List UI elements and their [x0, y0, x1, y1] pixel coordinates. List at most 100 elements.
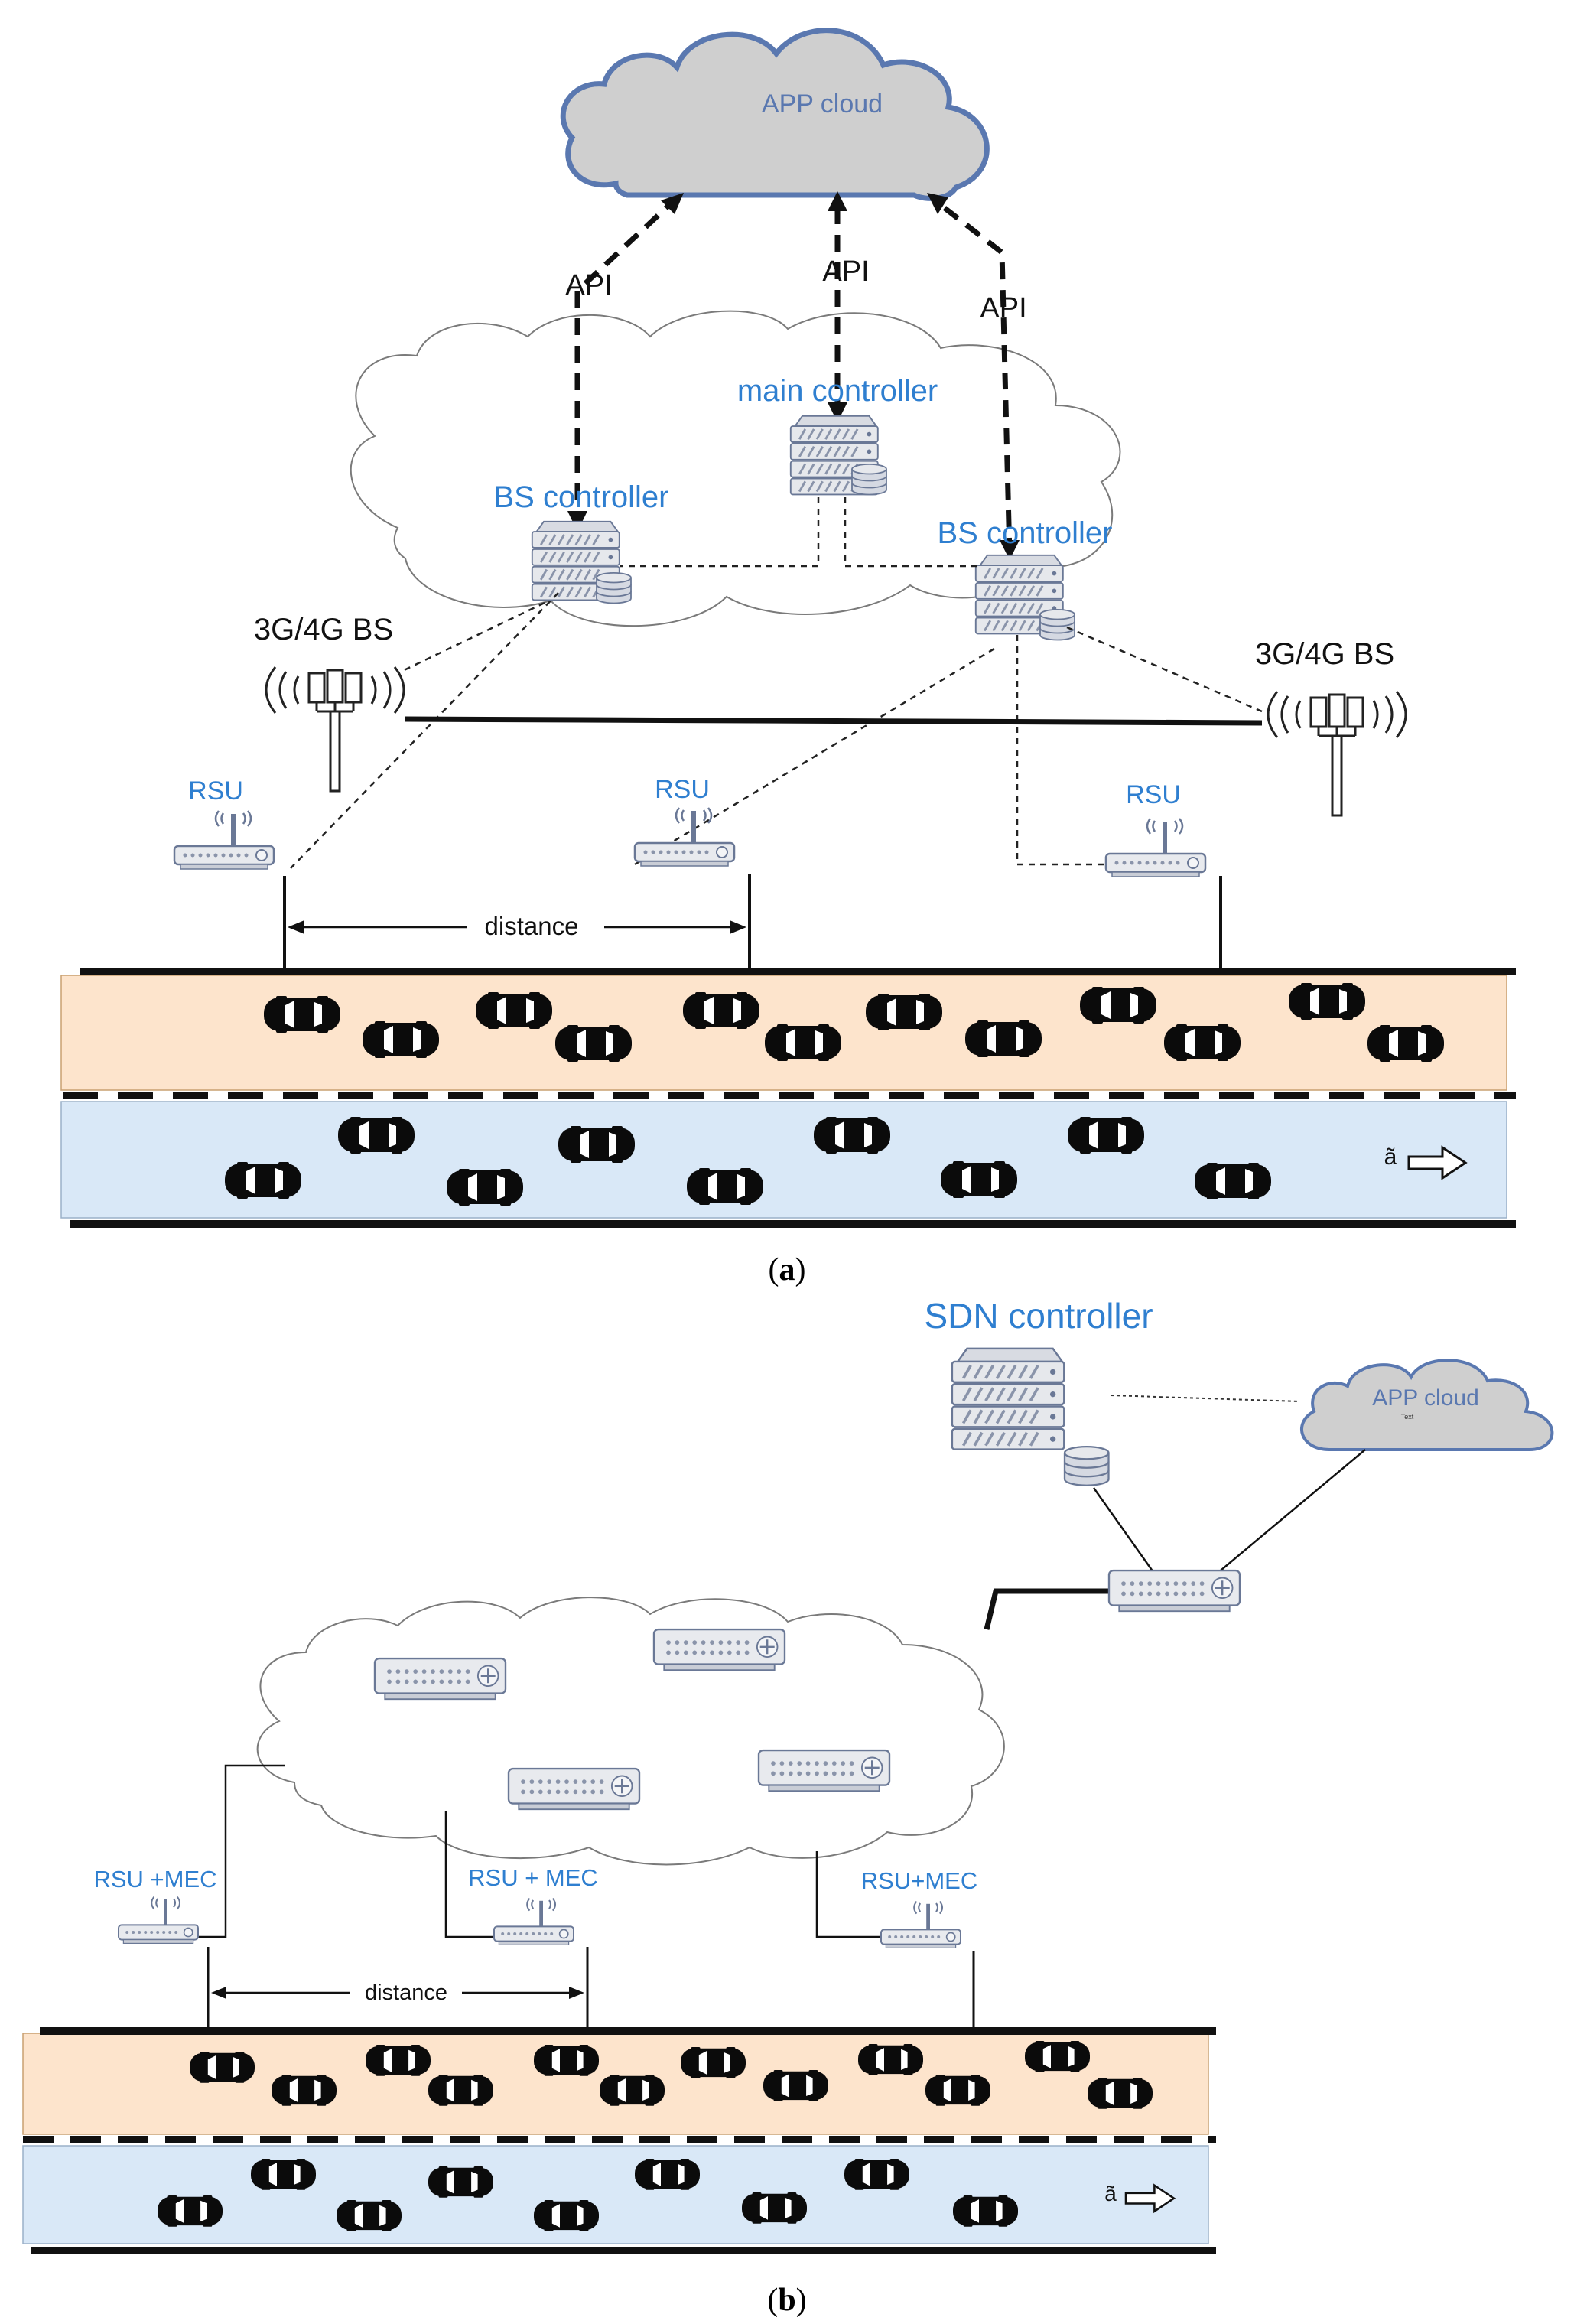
car-icon — [158, 2195, 223, 2227]
rsu-label-2: RSU — [655, 775, 710, 804]
bs-tower-left-icon — [265, 666, 405, 793]
car-icon — [225, 1162, 301, 1199]
panel-a: APP cloud API API API main controller BS… — [60, 28, 1516, 1287]
car-icon — [272, 2075, 337, 2106]
car-icon — [534, 2045, 599, 2076]
car-icon — [1080, 987, 1156, 1024]
bs-controller-right-label: BS controller — [938, 516, 1113, 550]
app-cloud-a-label: APP cloud — [762, 90, 883, 119]
car-icon — [555, 1025, 632, 1062]
car-icon — [866, 994, 942, 1030]
network-cloud-b — [256, 1597, 1005, 1866]
car-icon — [476, 992, 552, 1029]
road-b-lane-bottom — [22, 2145, 1209, 2244]
rsu-poles-b — [207, 1947, 975, 2027]
car-icon — [683, 992, 759, 1029]
car-icon — [941, 1161, 1017, 1198]
panel-b: SDN controller APP cloud Text RSU +MEC — [22, 1296, 1554, 2318]
car-icon — [742, 2192, 807, 2224]
car-icon — [534, 2200, 599, 2231]
car-icon — [1367, 1025, 1444, 1062]
sdn-controller-label: SDN controller — [924, 1296, 1153, 1336]
car-icon — [1088, 2078, 1153, 2109]
car-icon — [965, 1020, 1042, 1057]
rsu-mec-1-icon — [117, 1896, 200, 1945]
car-icon — [1195, 1163, 1271, 1199]
bs-tower-right-icon — [1267, 690, 1407, 817]
car-icon — [264, 996, 340, 1033]
sdn-controller-database-icon — [1063, 1446, 1110, 1486]
car-icon — [681, 2047, 746, 2078]
bs-controller-right-database-icon — [1039, 609, 1075, 641]
caption-a: (a) — [769, 1252, 806, 1287]
app-cloud-b — [1300, 1359, 1554, 1451]
car-icon — [687, 1168, 763, 1205]
bs-controller-left-label: BS controller — [494, 480, 669, 514]
car-icon — [1164, 1024, 1241, 1061]
car-icon — [190, 2052, 255, 2083]
network-router-1-icon — [373, 1657, 507, 1701]
car-icon — [763, 2070, 828, 2101]
car-icon — [558, 1126, 635, 1163]
car-icon — [251, 2159, 316, 2190]
rsu-1-icon — [173, 809, 275, 871]
car-icon — [366, 2045, 431, 2076]
distance-label-a: distance — [485, 912, 579, 940]
car-icon — [363, 1021, 439, 1058]
car-icon — [337, 2200, 402, 2231]
sdn-edge-router-icon — [1107, 1569, 1241, 1613]
rsu-mec-label-1: RSU +MEC — [93, 1866, 216, 1893]
car-icon — [447, 1169, 523, 1206]
network-router-4-icon — [757, 1749, 891, 1792]
api-label-right: API — [980, 292, 1026, 324]
bs-right-label: 3G/4G BS — [1255, 637, 1394, 671]
app-cloud-b-small-text: Text — [1401, 1413, 1414, 1421]
main-controller-label: main controller — [737, 374, 938, 408]
car-icon — [858, 2044, 923, 2075]
car-icon — [925, 2075, 990, 2106]
car-icon — [844, 2159, 909, 2190]
bs-left-label: 3G/4G BS — [254, 613, 393, 646]
car-icon — [428, 2166, 493, 2198]
bs-controller-left-database-icon — [596, 572, 632, 604]
api-link-left — [574, 203, 672, 528]
car-icon — [428, 2075, 493, 2106]
rsu-mec-links-b — [197, 1764, 883, 1938]
rsu-mec-3-icon — [880, 1900, 962, 1949]
network-router-3-icon — [507, 1767, 641, 1811]
rsu-mec-2-icon — [493, 1897, 575, 1946]
direction-glyph-b: ã — [1104, 2182, 1117, 2205]
rsu-label-3: RSU — [1126, 780, 1181, 809]
rsu-2-icon — [633, 806, 736, 867]
rsu-mec-label-2: RSU + MEC — [468, 1864, 598, 1891]
rsu-poles-a — [283, 874, 1222, 970]
api-label-middle: API — [822, 256, 869, 288]
car-icon — [635, 2159, 700, 2190]
car-icon — [1289, 983, 1365, 1020]
car-icon — [600, 2075, 665, 2106]
main-controller-database-icon — [851, 464, 887, 496]
network-router-2-icon — [652, 1628, 786, 1671]
distance-indicator-b: distance — [211, 1981, 584, 2005]
sdn-controller-server-icon — [951, 1347, 1066, 1451]
caption-b: (b) — [767, 2283, 806, 2318]
rsu-label-1: RSU — [188, 776, 243, 806]
app-cloud-a — [560, 28, 990, 201]
car-icon — [765, 1024, 841, 1061]
car-icon — [338, 1117, 415, 1154]
rsu-mec-label-3: RSU+MEC — [861, 1867, 977, 1894]
distance-indicator-a: distance — [288, 912, 746, 940]
api-label-left: API — [565, 269, 612, 301]
sdn-links-b — [984, 1395, 1366, 1630]
car-icon — [1068, 1117, 1144, 1154]
backbone-line-a — [405, 716, 1263, 726]
direction-glyph-a: ã — [1384, 1144, 1397, 1170]
rsu-3-icon — [1104, 817, 1207, 878]
car-icon — [953, 2195, 1018, 2227]
app-cloud-b-label: APP cloud — [1372, 1385, 1479, 1411]
distance-label-b: distance — [365, 1981, 447, 2005]
car-icon — [1025, 2041, 1090, 2072]
api-connectors-a — [574, 203, 1013, 555]
car-icon — [814, 1117, 890, 1154]
